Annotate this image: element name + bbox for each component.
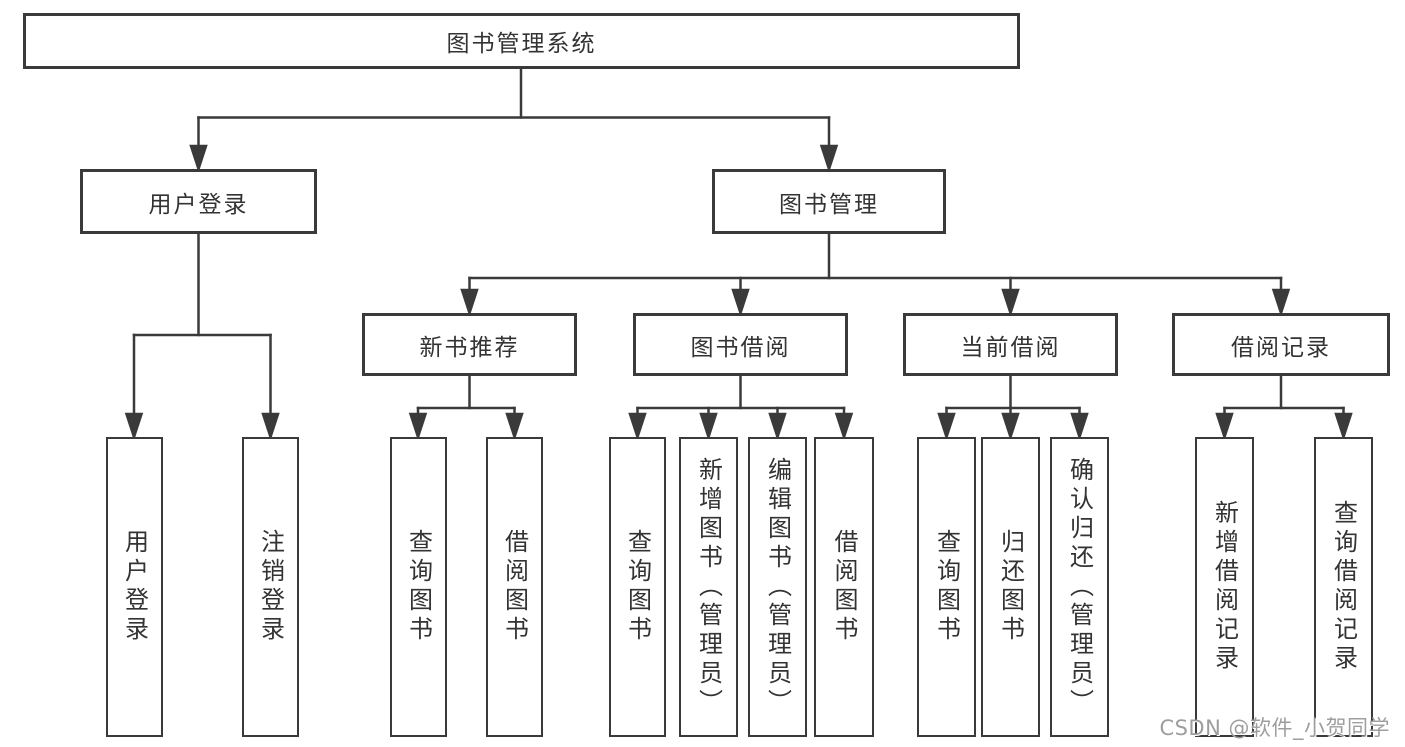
node-new-book-recommend: 新书推荐 bbox=[362, 313, 577, 376]
node-book-management: 图书管理 bbox=[712, 169, 946, 234]
leaf-label: 查询图书 bbox=[404, 529, 433, 645]
leaf-borrow-books-recommend: 借阅图书 bbox=[486, 437, 543, 737]
leaf-edit-book-admin: 编辑图书（管理员） bbox=[748, 437, 807, 737]
leaf-label: 借阅图书 bbox=[500, 529, 529, 645]
leaf-label: 用户登录 bbox=[120, 529, 149, 645]
node-label: 图书借阅 bbox=[690, 334, 791, 361]
node-current-borrowing: 当前借阅 bbox=[903, 313, 1118, 376]
leaf-label: 确认归还（管理员） bbox=[1065, 456, 1094, 718]
node-label: 图书管理系统 bbox=[446, 31, 597, 57]
node-user-login: 用户登录 bbox=[80, 169, 317, 234]
leaf-query-books-borrowing: 查询图书 bbox=[609, 437, 666, 737]
node-book-borrowing: 图书借阅 bbox=[633, 313, 848, 376]
leaf-label: 查询图书 bbox=[932, 529, 961, 645]
node-label: 当前借阅 bbox=[960, 334, 1061, 361]
node-library-management-system: 图书管理系统 bbox=[23, 13, 1020, 69]
node-label: 用户登录 bbox=[148, 191, 249, 218]
leaf-query-books-recommend: 查询图书 bbox=[390, 437, 447, 737]
leaf-return-book: 归还图书 bbox=[981, 437, 1040, 737]
leaf-label: 归还图书 bbox=[996, 529, 1025, 645]
leaf-borrow-books-borrowing: 借阅图书 bbox=[814, 437, 874, 737]
node-label: 图书管理 bbox=[779, 191, 879, 218]
leaf-label: 查询图书 bbox=[623, 529, 652, 645]
leaf-add-book-admin: 新增图书（管理员） bbox=[679, 437, 738, 737]
leaf-label: 查询借阅记录 bbox=[1329, 500, 1358, 674]
leaf-user-login: 用户登录 bbox=[106, 437, 163, 737]
leaf-query-books-current: 查询图书 bbox=[917, 437, 976, 737]
leaf-add-borrow-record: 新增借阅记录 bbox=[1195, 437, 1254, 737]
leaf-confirm-return-admin: 确认归还（管理员） bbox=[1050, 437, 1109, 737]
node-label: 借阅记录 bbox=[1231, 334, 1331, 361]
leaf-logout: 注销登录 bbox=[242, 437, 299, 737]
leaf-label: 新增借阅记录 bbox=[1210, 500, 1239, 674]
csdn-watermark: CSDN @软件_小贺同学 bbox=[1159, 716, 1390, 740]
leaf-label: 新增图书（管理员） bbox=[694, 456, 723, 718]
leaf-query-borrow-record: 查询借阅记录 bbox=[1314, 437, 1373, 737]
leaf-label: 编辑图书（管理员） bbox=[763, 456, 792, 718]
leaf-label: 借阅图书 bbox=[830, 529, 858, 645]
node-borrowing-records: 借阅记录 bbox=[1172, 313, 1390, 376]
leaf-label: 注销登录 bbox=[256, 529, 285, 645]
node-label: 新书推荐 bbox=[419, 334, 520, 361]
